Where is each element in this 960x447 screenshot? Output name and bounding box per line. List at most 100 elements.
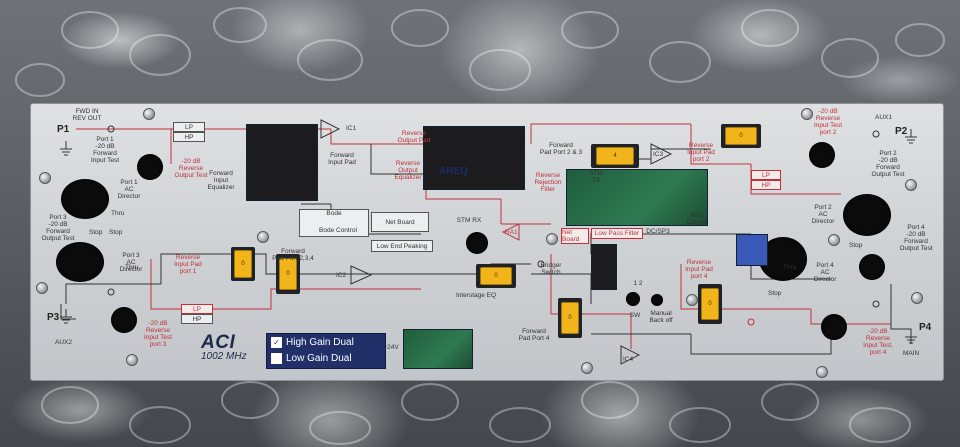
ic1-label: IC1 <box>345 125 357 132</box>
ra1-label: RA1 <box>505 229 518 236</box>
stm-tx-label: STM TX <box>589 170 603 184</box>
stm-board-module <box>566 169 708 226</box>
sw-label: SW <box>629 312 641 319</box>
checkbox-checked-icon[interactable]: ✓ <box>271 336 282 348</box>
port4-forward-test-label: Port 4 -20 dB Forward Output Test <box>899 224 933 252</box>
reverse-output-equalizer-module <box>423 126 525 190</box>
mounting-screw <box>39 172 51 184</box>
pad-module[interactable]: 0 <box>721 124 761 148</box>
pad-value: 4 <box>596 147 634 165</box>
mounting-screw <box>257 231 269 243</box>
aux2-label: AUX2 <box>55 339 72 346</box>
forward-input-equalizer-module <box>246 124 318 201</box>
pad-module[interactable]: 0 <box>231 247 255 281</box>
test-point-hole <box>809 142 835 168</box>
areq-label: AREQ <box>439 166 468 177</box>
thru-label: Thru <box>111 210 125 217</box>
test-point-hole <box>821 314 847 340</box>
hp-filter-box: HP <box>751 180 781 190</box>
pad-module[interactable]: 0 <box>476 264 516 288</box>
mounting-screw <box>126 354 138 366</box>
thru-label: Thru <box>783 264 797 271</box>
port3-ac-director-label: Port 3 AC Director <box>119 252 143 273</box>
pad-value: 0 <box>561 302 579 334</box>
forward-pad-port-234-label: Forward Pad Port 2,3,4 <box>272 248 314 262</box>
reverse-rejection-filter-label: Reverse Rejection Filter <box>534 172 562 193</box>
test-point-hole <box>111 307 137 333</box>
low-end-peaking-box: Low End Peaking <box>371 240 433 252</box>
reverse-input-pad-port2-label: Reverse Input Pad port 2 <box>687 142 715 163</box>
bridger-switch-module <box>591 244 617 290</box>
manual-back-off-label: Manual Back off <box>649 310 673 324</box>
reverse-input-test-port3-label: -20 dB Reverse Input Test port 3 <box>143 320 173 348</box>
forward-input-pad-label: Forward Input Pad <box>328 152 356 166</box>
test-point-hole <box>137 154 163 180</box>
interstage-eq-label: Interstage EQ <box>455 292 497 299</box>
port2-forward-test-label: Port 2 -20 dB Forward Output Test <box>871 150 905 178</box>
pad-value: 0 <box>480 267 512 285</box>
bridger-switch-label: Bridger Switch <box>540 262 562 276</box>
main-label: MAIN <box>903 350 920 357</box>
ac-director-socket[interactable] <box>843 194 891 236</box>
stop-label: Stop <box>768 290 782 297</box>
ac-director-socket[interactable] <box>61 179 109 219</box>
agc-control-module <box>736 234 768 266</box>
power-connector-module <box>403 329 473 369</box>
gain-option-label: High Gain Dual <box>286 336 354 348</box>
reverse-output-pad-label: Reverse Output Pad <box>397 130 431 144</box>
port1-forward-test-label: Port 1 -20 dB Forward Input Test <box>90 136 120 164</box>
forward-input-equalizer-label: Forward Input Equalizer <box>207 170 235 191</box>
checkbox-empty-icon[interactable] <box>271 352 282 364</box>
reverse-output-test-label: -20 dB Reverse Output Test <box>174 158 208 179</box>
switch-hole <box>651 294 663 306</box>
stm-rx-label: STM RX <box>456 217 482 224</box>
ac-director-socket[interactable] <box>56 242 104 282</box>
stop-label: Stop <box>109 229 123 236</box>
bode-control-label: Bode Control <box>319 227 357 234</box>
hp-filter-box: HP <box>181 314 213 324</box>
dc-sp3-label: DC/SP3 <box>646 228 670 235</box>
mounting-screw <box>801 108 813 120</box>
lp-filter-box: LP <box>751 170 781 180</box>
forward-pad-port4-label: Forward Pad Port 4 <box>518 328 550 342</box>
fwd-in-rev-out-label: FWD IN REV OUT <box>72 108 102 122</box>
switch-hole <box>626 292 640 306</box>
ic4-label: IC4 <box>622 356 634 363</box>
port-label-p4: P4 <box>919 322 932 333</box>
pad-module[interactable]: 0 <box>276 254 300 294</box>
test-point-hole <box>859 254 885 280</box>
gain-option-high[interactable]: ✓ High Gain Dual <box>267 334 385 350</box>
reverse-input-pad-port1-label: Reverse Input Pad port 1 <box>174 254 202 275</box>
aux1-label: AUX1 <box>875 114 892 121</box>
net-board-box: Net Board <box>561 228 589 244</box>
port1-ac-director-label: Port 1 AC Director <box>117 179 141 200</box>
pad-value: 0 <box>725 127 757 145</box>
amplifier-faceplate: 4 0 0 0 0 0 0 LP HP LP HP LP HP Bode Bod… <box>30 103 944 381</box>
mounting-screw <box>828 234 840 246</box>
stop-label: Stop <box>89 229 103 236</box>
mounting-screw <box>911 292 923 304</box>
plus-24v-label: +24V <box>383 344 399 351</box>
brand-block: ACI 1002 MHz <box>201 332 247 362</box>
pad-module[interactable]: 0 <box>558 298 582 338</box>
test-point-hole <box>466 232 488 254</box>
pad-module[interactable]: 0 <box>698 284 722 324</box>
pad-value: 0 <box>279 258 297 290</box>
gain-selector: ✓ High Gain Dual Low Gain Dual <box>266 333 386 369</box>
mounting-screw <box>816 366 828 378</box>
net-board-box: Net Board <box>371 212 429 232</box>
pad-module[interactable]: 4 <box>591 144 639 168</box>
gain-option-low[interactable]: Low Gain Dual <box>267 350 385 366</box>
lp-filter-box: LP <box>181 304 213 314</box>
gain-option-label: Low Gain Dual <box>286 352 352 364</box>
reverse-output-equalizer-label: Reverse Output Equalizer <box>394 160 422 181</box>
port4-ac-director-label: Port 4 AC Director <box>813 262 837 283</box>
reverse-input-test-port4-label: -20 dB Reverse Input Test, port 4 <box>863 328 893 356</box>
port2-ac-director-label: Port 2 AC Director <box>811 204 835 225</box>
hp-filter-box: HP <box>173 132 205 142</box>
mounting-screw <box>546 233 558 245</box>
reverse-input-pad-port4-label: Reverse Input Pad port 4 <box>685 259 713 280</box>
forward-pad-port-23-label: Forward Pad Port 2 & 3 <box>539 142 583 156</box>
